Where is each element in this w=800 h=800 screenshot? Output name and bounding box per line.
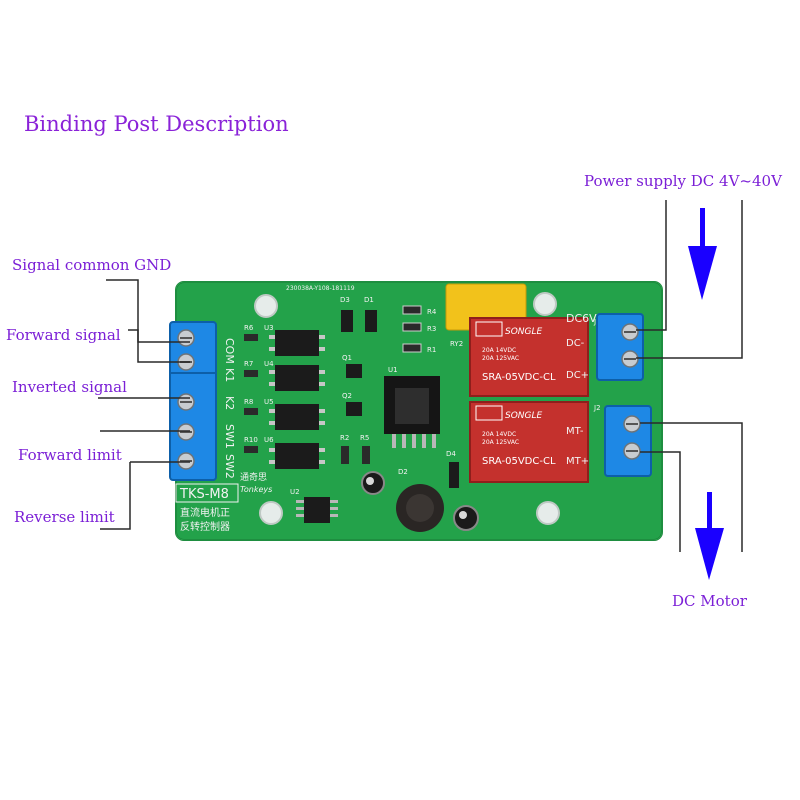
left-terminal-block xyxy=(169,321,217,481)
mt-plus-label: MT+ xyxy=(566,456,589,467)
ref-d3: D3 xyxy=(340,296,350,304)
diagram-title: Binding Post Description xyxy=(24,112,289,136)
ref-d1: D1 xyxy=(364,296,374,304)
ref-u2: U2 xyxy=(290,488,300,496)
relay-2-rating-2: 20A 125VAC xyxy=(482,439,519,446)
pin-label-k2: K2 xyxy=(223,396,236,410)
motor-terminal-block xyxy=(604,405,652,477)
pin-label-sw2: SW2 xyxy=(223,454,236,479)
right-leader-lines xyxy=(636,200,743,552)
ref-r3: R3 xyxy=(427,325,436,333)
relay-1: SONGLE 20A 14VDC 20A 125VAC SRA-05VDC-CL xyxy=(469,317,589,397)
ref-u3: U3 xyxy=(264,324,274,332)
brand-en: Tonkeys xyxy=(240,485,272,494)
pin-label-com: COM xyxy=(223,338,236,364)
power-terminal-block xyxy=(596,313,644,381)
ref-r4: R4 xyxy=(427,308,437,316)
ref-q2: Q2 xyxy=(342,392,352,400)
mounting-holes xyxy=(254,292,560,525)
dc-minus-label: DC- xyxy=(566,338,585,349)
ref-u1: U1 xyxy=(388,366,398,374)
dc-plus-label: DC+ xyxy=(566,370,589,381)
regulator-u1 xyxy=(384,376,440,448)
pin-label-sw1: SW1 xyxy=(223,424,236,449)
capacitors xyxy=(361,471,479,531)
ref-u4: U4 xyxy=(264,360,274,368)
relay-2-rating-1: 20A 14VDC xyxy=(482,431,516,438)
brand-cn: 通奇思 xyxy=(240,471,267,483)
relay-1-rating-1: 20A 14VDC xyxy=(482,347,516,354)
relay-2-model: SRA-05VDC-CL xyxy=(482,456,556,467)
label-forward-limit: Forward limit xyxy=(18,446,122,464)
power-arrow-icon xyxy=(688,208,717,300)
ref-u5: U5 xyxy=(264,398,274,406)
ref-u6: U6 xyxy=(264,436,274,444)
relay-2-brand: SONGLE xyxy=(505,411,543,421)
label-reverse-limit: Reverse limit xyxy=(14,508,115,526)
optocouplers xyxy=(269,330,325,469)
label-forward-signal: Forward signal xyxy=(6,326,121,344)
ref-r7: R7 xyxy=(244,360,253,368)
ref-r6: R6 xyxy=(244,324,254,332)
motor-arrow-icon xyxy=(695,492,724,580)
ref-r5: R5 xyxy=(360,434,369,442)
pin-label-k1: K1 xyxy=(223,368,236,382)
cn-line-2: 反转控制器 xyxy=(180,520,230,533)
ref-r1: R1 xyxy=(427,346,436,354)
cn-line-1: 直流电机正 xyxy=(180,506,230,519)
label-inverted-signal: Inverted signal xyxy=(12,378,127,396)
label-dc-motor: DC Motor xyxy=(672,592,747,610)
ref-ry2: RY2 xyxy=(450,340,463,348)
label-power-supply: Power supply DC 4V~40V xyxy=(584,172,782,190)
label-signal-gnd: Signal common GND xyxy=(12,256,172,274)
ref-q1: Q1 xyxy=(342,354,352,362)
relay-2: SONGLE 20A 14VDC 20A 125VAC SRA-05VDC-CL xyxy=(469,401,589,483)
ref-d2: D2 xyxy=(398,468,408,476)
left-leader-lines xyxy=(98,279,190,530)
ref-r2: R2 xyxy=(340,434,349,442)
relay-1-model: SRA-05VDC-CL xyxy=(482,372,556,383)
model-label: TKS-M8 xyxy=(179,487,229,502)
ref-r10: R10 xyxy=(244,436,258,444)
arrows xyxy=(688,208,724,580)
ref-d4: D4 xyxy=(446,450,456,458)
ref-r8: R8 xyxy=(244,398,253,406)
inductor xyxy=(396,484,444,532)
pcb-code: 230038A-Y108-181119 xyxy=(286,285,355,292)
ref-j2: J2 xyxy=(593,404,601,412)
relay-1-brand: SONGLE xyxy=(505,327,543,337)
mt-minus-label: MT- xyxy=(566,426,584,437)
relay-1-rating-2: 20A 125VAC xyxy=(482,355,519,362)
